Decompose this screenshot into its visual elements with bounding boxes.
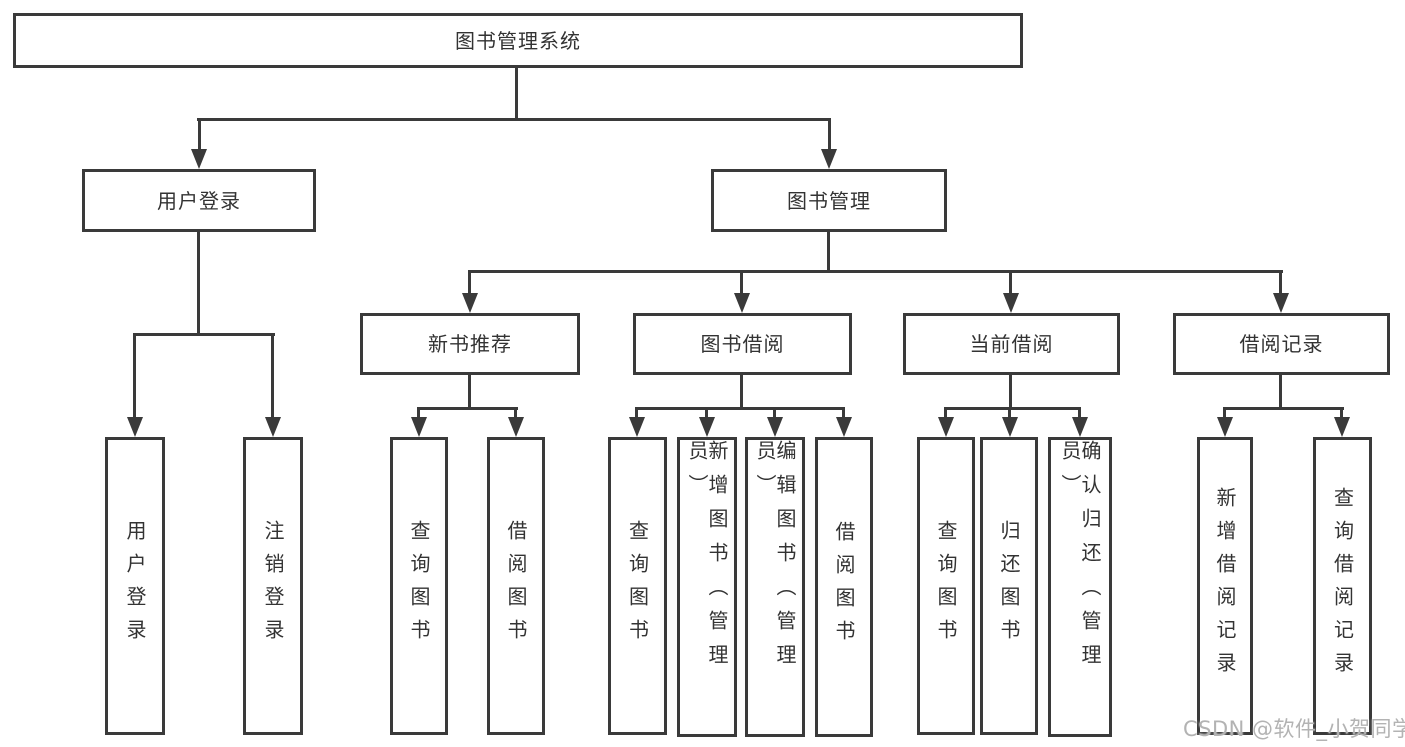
arrow-down-icon [1217,417,1233,437]
connector-line [740,375,743,409]
node-new-book-recommend: 新书推荐 [360,313,580,375]
connector-line [944,407,1081,410]
connector-line [842,409,845,419]
leaf-query-borrow-record: 查询借阅记录 [1313,437,1372,735]
connector-line [1279,375,1282,409]
connector-line [1078,409,1081,419]
connector-line [1279,272,1282,295]
node-book-borrowing: 图书借阅 [633,313,852,375]
connector-line [1223,407,1344,410]
leaf-borrow-books: 借阅图书 [815,437,873,737]
arrow-down-icon [127,417,143,437]
connector-line [417,407,518,410]
connector-line [417,409,420,419]
leaf-confirm-return-admin: 确认归还（管理员） [1048,437,1112,737]
connector-line [133,333,275,336]
connector-line [468,270,1283,273]
arrow-down-icon [1334,417,1350,437]
connector-line [944,409,947,419]
connector-line [468,272,471,295]
connector-line [198,120,201,151]
connector-line [705,409,708,419]
node-book-management: 图书管理 [711,169,947,232]
arrow-down-icon [1072,417,1088,437]
node-library-management-system: 图书管理系统 [13,13,1023,68]
leaf-edit-books-admin: 编辑图书（管理员） [745,437,805,737]
arrow-down-icon [508,417,524,437]
connector-line [271,335,274,419]
connector-line [1008,409,1011,419]
arrow-down-icon [836,417,852,437]
connector-line [635,407,845,410]
connector-line [514,409,517,419]
arrow-down-icon [699,417,715,437]
arrow-down-icon [734,293,750,313]
arrow-down-icon [1002,417,1018,437]
connector-line [468,375,471,409]
connector-line [827,232,830,272]
node-user-login: 用户登录 [82,169,316,232]
leaf-query-books-recommend: 查询图书 [390,437,448,735]
connector-line [773,409,776,419]
connector-line [635,409,638,419]
connector-line [740,272,743,295]
arrow-down-icon [265,417,281,437]
arrow-down-icon [629,417,645,437]
arrow-down-icon [767,417,783,437]
arrow-down-icon [1273,293,1289,313]
leaf-borrow-books-recommend: 借阅图书 [487,437,545,735]
connector-line [1223,409,1226,419]
node-borrowing-records: 借阅记录 [1173,313,1390,375]
connector-line [515,68,518,121]
arrow-down-icon [411,417,427,437]
connector-line [133,335,136,419]
leaf-add-books-admin: 新增图书（管理员） [677,437,737,737]
arrow-down-icon [1003,293,1019,313]
leaf-return-books: 归还图书 [980,437,1038,735]
arrow-down-icon [821,149,837,169]
arrow-down-icon [938,417,954,437]
csdn-watermark: CSDN @软件_小贺同学 [1183,717,1405,741]
connector-line [828,120,831,151]
connector-line [1009,375,1012,409]
connector-line [1009,272,1012,295]
leaf-query-books-current: 查询图书 [917,437,975,735]
connector-line [197,232,200,336]
connector-line [1340,409,1343,419]
leaf-add-borrow-record: 新增借阅记录 [1197,437,1253,735]
leaf-user-login: 用户登录 [105,437,165,735]
arrow-down-icon [191,149,207,169]
arrow-down-icon [462,293,478,313]
connector-line [197,118,831,121]
leaf-query-books-borrowing: 查询图书 [608,437,667,735]
leaf-logout: 注销登录 [243,437,303,735]
node-current-borrowing: 当前借阅 [903,313,1120,375]
